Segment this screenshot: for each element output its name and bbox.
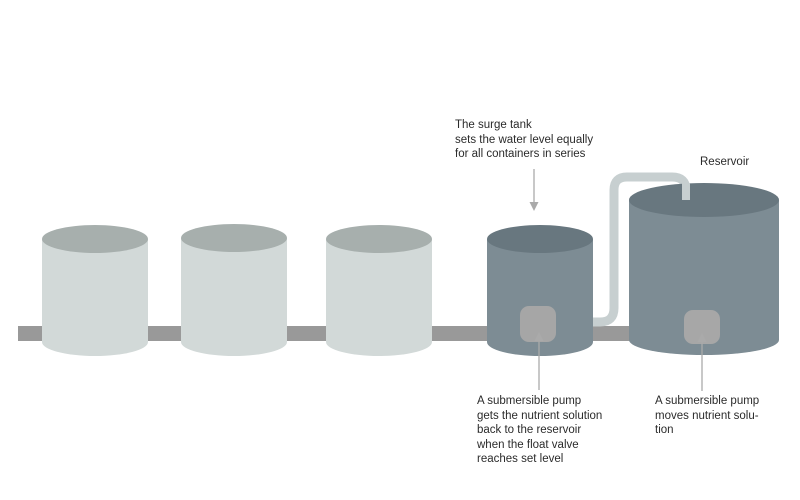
caption-line: A submersible pump — [655, 395, 760, 407]
container-2 — [181, 224, 287, 356]
caption-line: back to the reservoir — [477, 424, 582, 436]
reservoir-pump-arrow — [697, 333, 707, 391]
container-1 — [42, 225, 148, 356]
surge-tank-caption: The surge tank sets the water level equa… — [455, 118, 593, 162]
caption-line: The surge tank — [455, 119, 532, 131]
reservoir-pump — [684, 310, 720, 344]
reservoir-pump-caption: A submersible pump moves nutrient solu- … — [655, 394, 759, 438]
reservoir-label: Reservoir — [700, 156, 750, 168]
surge-pump-arrow — [534, 332, 544, 390]
surge-pump-caption: A submersible pump gets the nutrient sol… — [477, 394, 602, 467]
container-3 — [326, 225, 432, 356]
surge-tank-arrow — [529, 169, 539, 211]
caption-line: moves nutrient solu- — [655, 409, 759, 422]
caption-line: reaches set level — [477, 453, 564, 465]
return-tube — [552, 172, 691, 327]
caption-line: A submersible pump — [477, 395, 582, 407]
surge-pump — [520, 306, 556, 342]
caption-line: sets the water level equally — [455, 133, 594, 146]
caption-line: when the float valve — [477, 438, 579, 451]
reservoir-tank — [629, 183, 779, 355]
tube-outlet — [682, 183, 690, 200]
caption-line: gets the nutrient solution — [477, 409, 603, 422]
caption-line: tion — [655, 424, 674, 436]
caption-line: for all containers in series — [455, 148, 586, 160]
surge-tank — [487, 225, 593, 356]
